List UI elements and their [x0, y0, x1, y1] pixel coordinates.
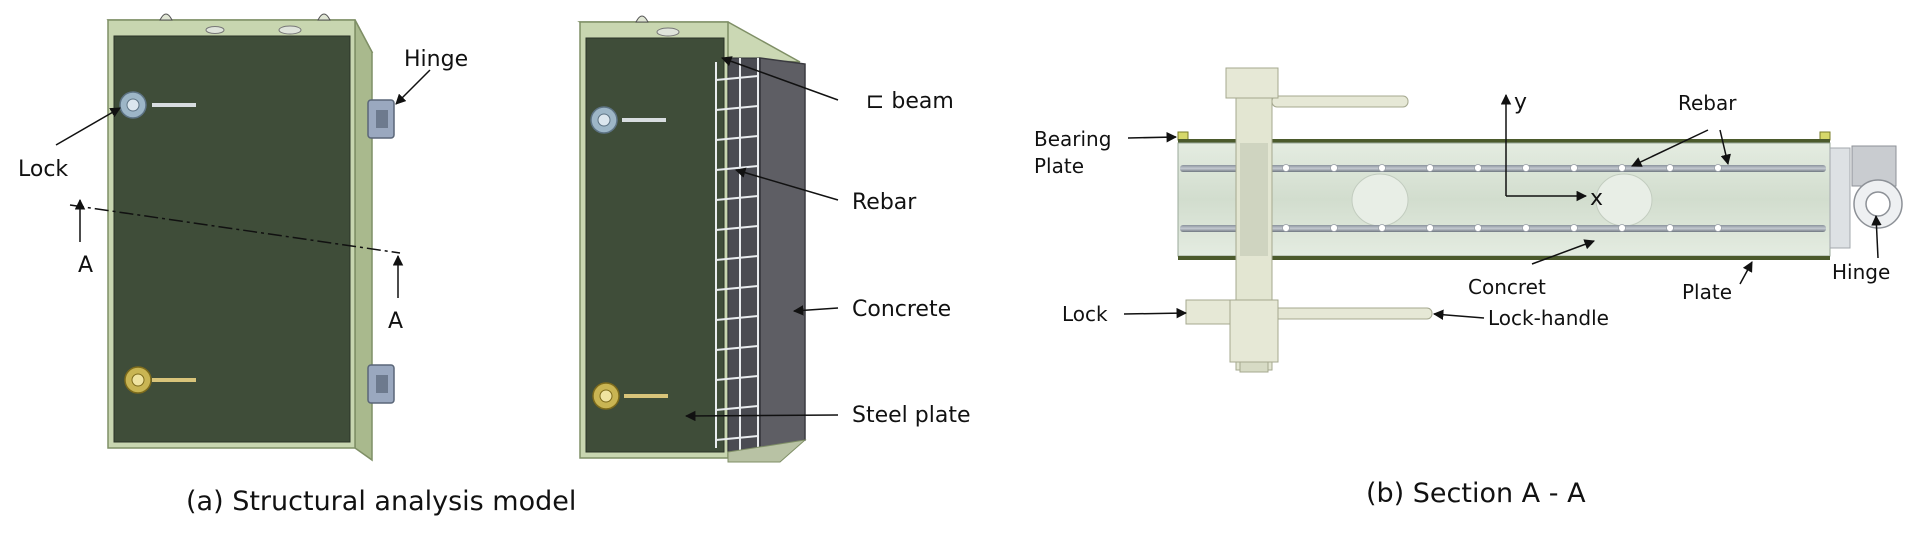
- label-concrete-a: Concrete: [852, 297, 951, 322]
- rebar-bottom: [1180, 225, 1826, 232]
- label-rebar-a: Rebar: [852, 190, 917, 215]
- void-right: [1595, 173, 1653, 227]
- lock-callout-arrow-b: [1123, 307, 1188, 319]
- label-lock-a: Lock: [18, 157, 68, 182]
- section-aa: [1123, 67, 1903, 373]
- door-left: [55, 13, 431, 462]
- hinge-lower: [367, 364, 395, 404]
- lock-upper-right: [590, 106, 666, 134]
- lock-lower: [124, 366, 196, 394]
- label-rebar-b: Rebar: [1678, 91, 1737, 115]
- label-plate: Plate: [1682, 280, 1732, 304]
- void-left: [1351, 173, 1409, 227]
- door-right: [577, 15, 839, 463]
- rebar-callout-arrow-1: [1631, 129, 1709, 167]
- label-hinge-b: Hinge: [1832, 260, 1890, 284]
- label-c-beam: ⊏ beam: [866, 89, 954, 114]
- bearing-plate-left: [1177, 131, 1189, 141]
- label-hinge-a: Hinge: [404, 47, 468, 72]
- rebar-cage: [715, 58, 759, 452]
- hinge-upper: [367, 99, 395, 139]
- hinge-callout-arrow-b: [1871, 214, 1882, 259]
- concret-callout-arrow: [1531, 239, 1595, 265]
- lock-handle-upper: [1271, 95, 1409, 108]
- lifting-lug-icon: [635, 15, 649, 23]
- lifting-hole-icon: [656, 27, 680, 37]
- steel-plate-top: [1178, 139, 1830, 143]
- rebar-callout-arrow: [734, 167, 839, 201]
- label-steel-plate: Steel plate: [852, 403, 971, 428]
- caption-b: (b) Section A - A: [1366, 478, 1586, 509]
- label-bearing: Bearing: [1034, 127, 1111, 151]
- bearing-plate-right: [1819, 131, 1831, 141]
- plate-callout-arrow: [1739, 261, 1753, 285]
- rebar-ties: [1282, 164, 1722, 232]
- lock-assembly: [1185, 67, 1279, 373]
- concrete-body: [1177, 142, 1831, 257]
- concrete-slab: [759, 57, 806, 453]
- label-axis-y: y: [1514, 90, 1527, 115]
- section-line-aa: [69, 204, 401, 254]
- lifting-hole-icon: [205, 26, 225, 34]
- bearing-plate-callout-arrow: [1127, 131, 1178, 143]
- steel-plate-bottom: [1178, 256, 1830, 260]
- label-section-a-left: A: [78, 253, 93, 278]
- lock-lower-right: [592, 382, 668, 410]
- lifting-lug-icon: [317, 13, 331, 21]
- lock-upper: [119, 91, 196, 119]
- rebar-callout-arrow-2: [1719, 129, 1731, 166]
- lifting-lug-icon: [159, 13, 173, 21]
- lock-handle-lower: [1271, 307, 1433, 320]
- caption-a: (a) Structural analysis model: [186, 486, 576, 517]
- label-lock-b: Lock: [1062, 302, 1108, 326]
- lock-callout-arrow: [55, 107, 121, 146]
- lifting-hole-icon: [278, 25, 302, 35]
- label-section-a-right: A: [388, 309, 403, 334]
- label-axis-x: x: [1590, 186, 1603, 211]
- label-lock-handle: Lock-handle: [1488, 306, 1609, 330]
- rebar-top: [1180, 165, 1826, 172]
- steel-plate-callout-arrow: [684, 410, 839, 422]
- hinge-callout-arrow: [395, 69, 431, 105]
- label-concret: Concret: [1468, 275, 1546, 299]
- label-bearing-plate: Plate: [1034, 154, 1084, 178]
- hinge-section: [1829, 145, 1903, 249]
- lock-handle-callout-arrow: [1432, 309, 1485, 320]
- c-beam-callout-arrow: [721, 56, 839, 101]
- concrete-callout-arrow: [792, 305, 839, 316]
- c-beam-bottom: [727, 439, 807, 463]
